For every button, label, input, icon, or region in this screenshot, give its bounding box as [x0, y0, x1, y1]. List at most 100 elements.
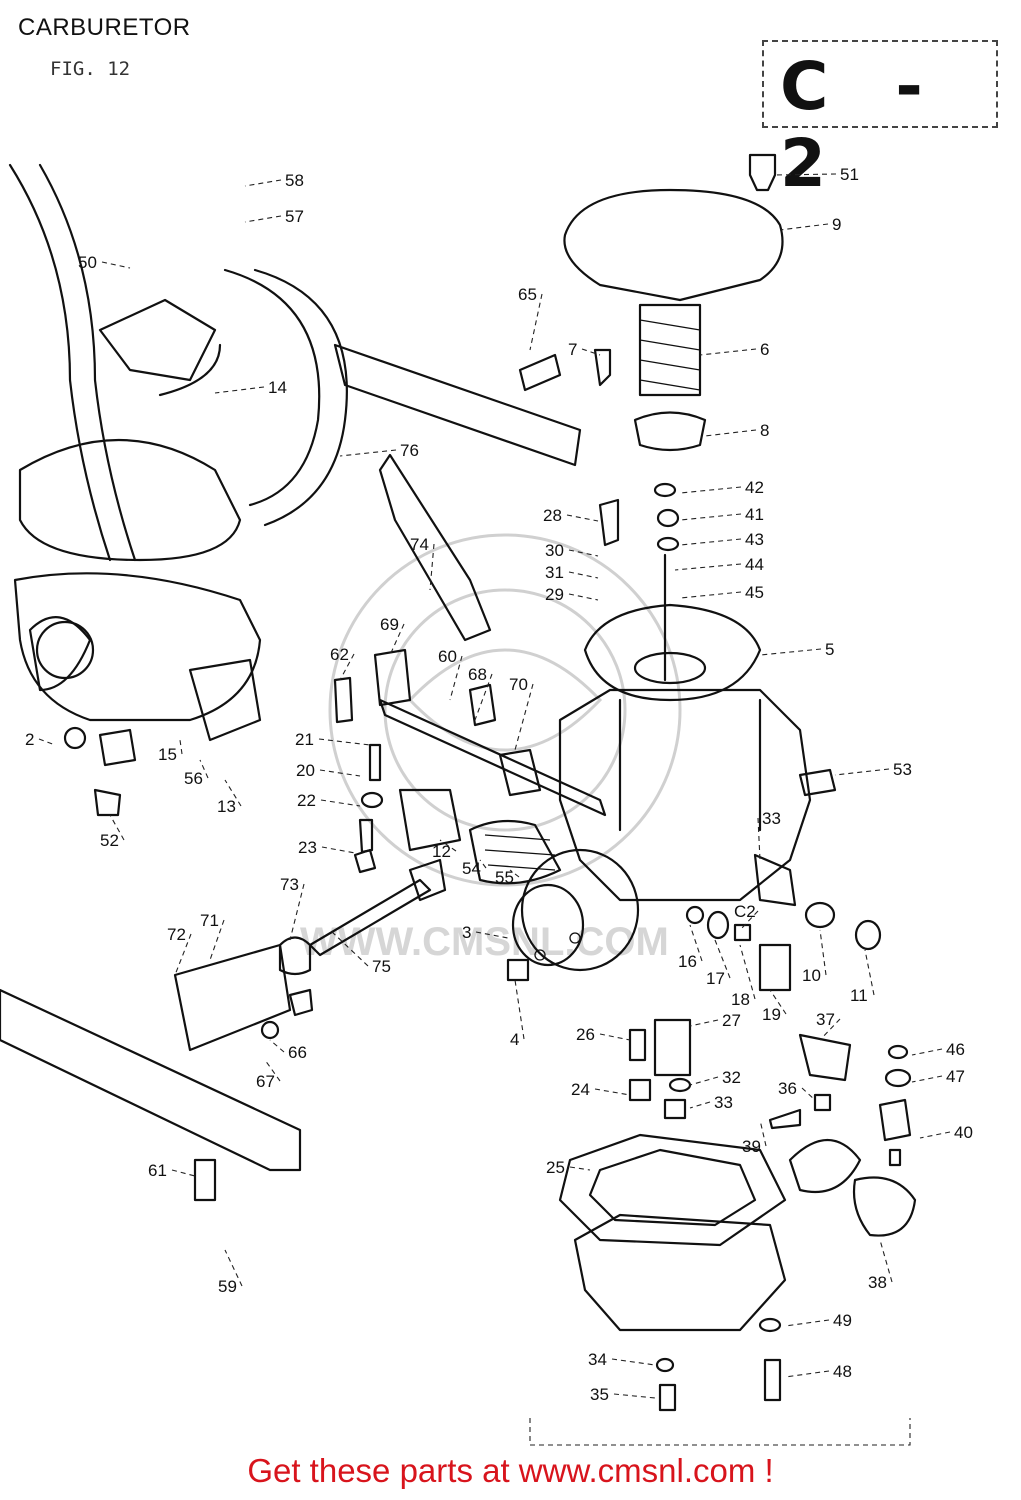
callout-leader-11	[864, 949, 875, 996]
parts-footer-link[interactable]: Get these parts at www.cmsnl.com !	[247, 1452, 774, 1489]
callout-number: 27	[722, 1011, 741, 1030]
watermark-logo: WWW.CMSNL.COM	[300, 533, 682, 964]
callout-leader-18	[739, 944, 756, 1000]
callout-leader-74	[429, 543, 435, 591]
callout-leader-57	[244, 215, 282, 223]
callout-number: C2	[734, 902, 756, 921]
callout-number: 14	[268, 378, 287, 397]
page-title: CARBURETOR	[18, 14, 191, 41]
callout-leader-39	[759, 1119, 767, 1147]
callout-leader-30	[568, 549, 599, 557]
callout-leader-9	[779, 223, 829, 231]
callout-number: 24	[571, 1080, 590, 1099]
callout-leader-26	[599, 1033, 631, 1041]
callout-leader-59	[224, 1249, 243, 1287]
callout-number: 22	[297, 791, 316, 810]
callout-leader-46	[911, 1048, 943, 1056]
callout-leader-8	[704, 429, 757, 437]
callout-number: 3	[462, 923, 471, 942]
callout-leader-22	[320, 799, 361, 807]
callout-leader-70	[514, 683, 534, 751]
callout-number: 69	[380, 615, 399, 634]
callout-number: 60	[438, 647, 457, 666]
callout-leader-15	[179, 739, 183, 755]
callout-number: 59	[218, 1277, 237, 1296]
callout-leader-49	[784, 1319, 830, 1327]
callout-leader-61	[171, 1169, 196, 1177]
callout-leader-50	[101, 261, 131, 269]
callout-number: 11	[850, 986, 868, 1005]
figure-label: FIG. 12	[50, 58, 131, 80]
callout-number: 57	[285, 207, 304, 226]
callout-number: 13	[217, 797, 236, 816]
callout-leader-C2	[739, 910, 759, 931]
callout-number: 61	[148, 1161, 167, 1180]
callout-leader-5	[759, 648, 822, 656]
callout-leader-76	[339, 449, 397, 457]
callout-leader-58	[244, 179, 282, 187]
callout-number: 26	[576, 1025, 595, 1044]
carburetor-main-body	[278, 453, 882, 992]
callout-leader-48	[784, 1370, 830, 1378]
callout-leader-55	[509, 869, 520, 878]
callout-leader-3	[475, 931, 509, 939]
callout-leader-25	[569, 1166, 591, 1171]
float-bowl-assembly	[529, 1018, 917, 1446]
callout-leader-10	[819, 929, 827, 976]
callout-leader-29	[568, 593, 599, 601]
callout-leader-65	[529, 293, 543, 351]
callout-leader-56	[199, 759, 209, 779]
left-carburetor-assembly	[0, 163, 582, 1202]
callout-leader-41	[679, 513, 742, 521]
callout-leader-16	[689, 924, 703, 962]
callout-number: 56	[184, 769, 203, 788]
callout-number: 71	[200, 911, 219, 930]
callout-leader-38	[879, 1239, 893, 1283]
callout-leader-4	[514, 979, 525, 1040]
callout-leader-53	[834, 768, 890, 776]
callout-number: 23	[298, 838, 317, 857]
callout-leader-54	[479, 859, 487, 869]
callout-number: 33	[762, 809, 781, 828]
callout-number: 32	[722, 1068, 741, 1087]
callout-number: 25	[546, 1158, 565, 1177]
callout-number: 19	[762, 1005, 781, 1024]
callout-number: 75	[372, 957, 391, 976]
callout-number: 10	[802, 966, 821, 985]
callout-leader-73	[289, 883, 305, 941]
callout-leader-47	[911, 1075, 943, 1083]
callout-number: 20	[296, 761, 315, 780]
callout-number: 29	[545, 585, 564, 604]
callout-leader-32	[689, 1076, 719, 1086]
callout-leader-7	[581, 348, 601, 356]
callout-leader-62	[339, 653, 355, 681]
callout-number: 58	[285, 171, 304, 190]
callout-number: 35	[590, 1385, 609, 1404]
callout-number: 45	[745, 583, 764, 602]
callout-leader-31	[568, 571, 599, 579]
callout-leader-6	[699, 348, 757, 356]
callout-number: 40	[954, 1123, 973, 1142]
callout-number: 37	[816, 1010, 835, 1029]
callout-leader-40	[919, 1131, 951, 1139]
callout-number: 62	[330, 645, 349, 664]
callout-number: 38	[868, 1273, 887, 1292]
callout-leader-66	[269, 1039, 285, 1053]
callout-leader-37	[819, 1018, 841, 1041]
callout-number: 7	[568, 340, 577, 359]
callout-number: 47	[946, 1067, 965, 1086]
callout-number: 18	[731, 990, 750, 1009]
callout-leader-lines	[38, 173, 951, 1399]
callout-number: 53	[893, 760, 912, 779]
callout-number: 68	[468, 665, 487, 684]
callout-leader-12	[439, 839, 457, 852]
callout-number: 28	[543, 506, 562, 525]
callout-number: 8	[760, 421, 769, 440]
callout-leader-33	[689, 1101, 711, 1109]
callout-leader-45	[679, 591, 742, 599]
callout-number: 39	[742, 1137, 761, 1156]
callout-number: 49	[833, 1311, 852, 1330]
callout-number: 70	[509, 675, 528, 694]
callout-number: 43	[745, 530, 764, 549]
